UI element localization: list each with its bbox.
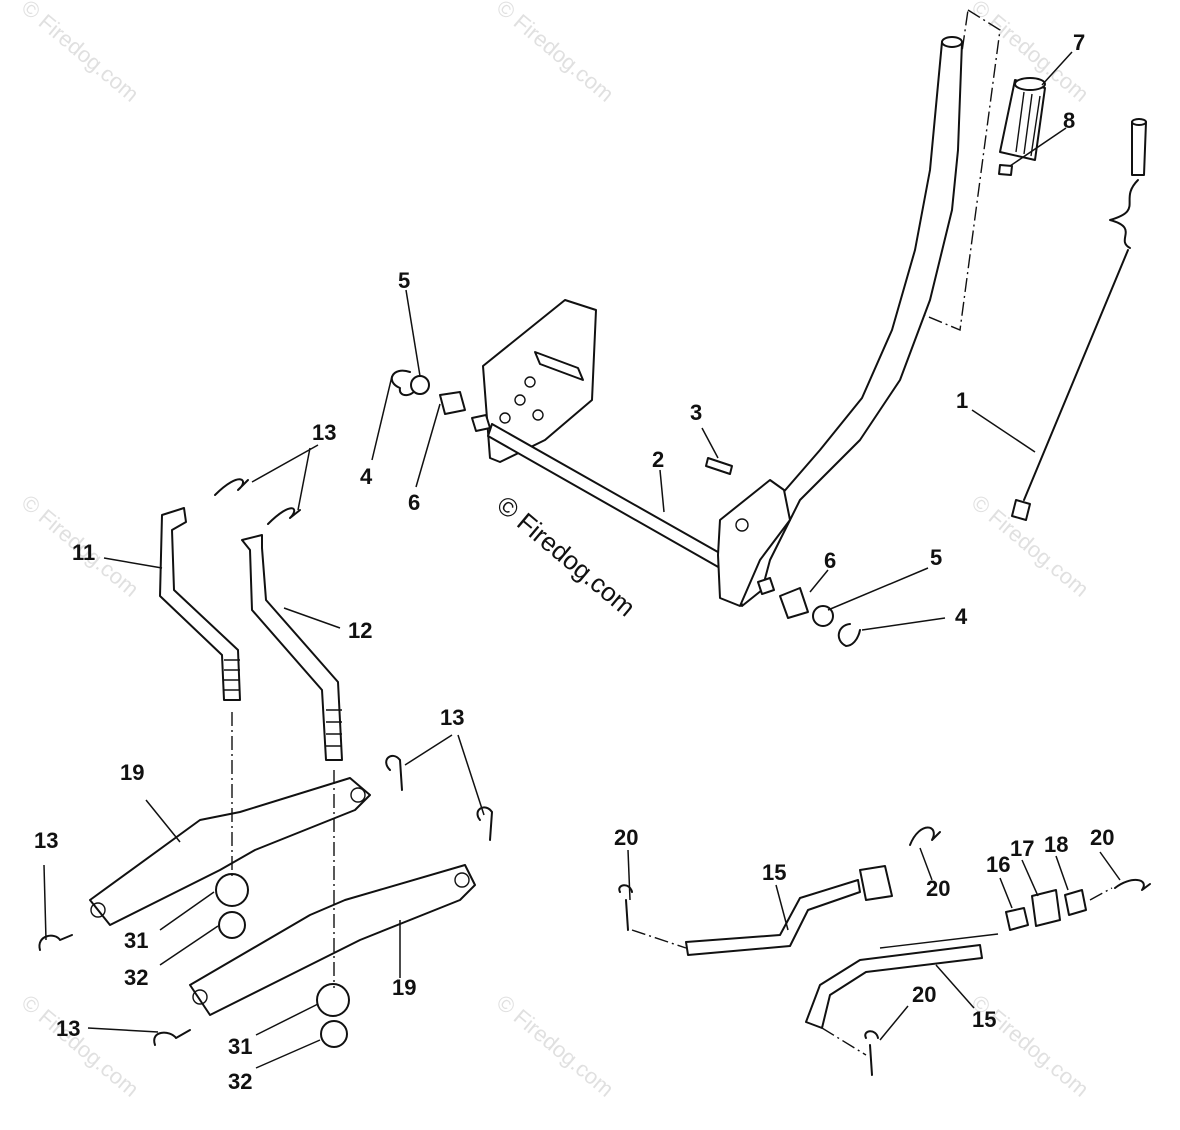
callout-7: 7 — [1073, 30, 1085, 55]
callout-4: 4 — [955, 604, 968, 629]
part-6-bushing — [439, 391, 466, 415]
callout-11: 11 — [72, 540, 95, 565]
callout-3: 3 — [690, 400, 702, 425]
callout-5: 5 — [398, 268, 410, 293]
part-16-nut — [1005, 907, 1029, 931]
callout-13: 13 — [312, 420, 336, 445]
alignment-line — [631, 929, 687, 949]
callout-2: 2 — [652, 447, 664, 472]
callout-13: 13 — [34, 828, 58, 853]
thread — [879, 933, 999, 949]
part-5-washer — [812, 605, 834, 627]
part-7-grip — [999, 77, 1046, 161]
watermark: © Firedog.com — [492, 0, 619, 107]
alignment-line — [821, 1027, 867, 1056]
callout-17: 17 — [1010, 836, 1034, 861]
callout-19: 19 — [392, 975, 416, 1000]
watermark: © Firedog.com — [17, 0, 144, 107]
callout-5: 5 — [930, 545, 942, 570]
part-13-hairpin — [476, 806, 493, 841]
part-11-link — [159, 507, 241, 701]
part-13-hairpin — [267, 507, 301, 525]
callout-32: 32 — [124, 965, 148, 990]
callout-13: 13 — [440, 705, 464, 730]
part-31-bushing — [316, 983, 350, 1017]
part-1-rod — [1011, 118, 1147, 521]
part-4-clip — [837, 623, 861, 647]
part-31-bushing — [215, 873, 249, 907]
callout-4: 4 — [360, 464, 373, 489]
part-5-washer — [410, 375, 430, 395]
part-15-rod-upper — [685, 879, 861, 956]
callout-15: 15 — [972, 1007, 996, 1032]
part-15-rod-lower — [805, 944, 983, 1029]
part-8-nut — [998, 164, 1013, 176]
callout-20: 20 — [1090, 825, 1114, 850]
part-20-cotter — [1114, 879, 1151, 891]
part-6-bushing — [779, 587, 809, 619]
part-20-cotter — [909, 826, 941, 846]
callout-16: 16 — [986, 852, 1010, 877]
part-12-link — [241, 534, 343, 761]
callouts: 1 2 3 4 4 5 5 6 6 7 8 11 12 13 13 13 13 … — [34, 30, 1114, 1094]
part-13-hairpin — [385, 754, 403, 791]
callout-31: 31 — [124, 928, 148, 953]
watermark: © Firedog.com — [17, 990, 144, 1102]
part-13-hairpin — [214, 478, 249, 496]
callout-18: 18 — [1044, 832, 1068, 857]
callout-20: 20 — [912, 982, 936, 1007]
part-4-clip — [390, 369, 419, 397]
part-3-pin — [705, 457, 733, 475]
trunnion-upper — [859, 865, 893, 901]
callout-6: 6 — [408, 490, 420, 515]
callout-1: 1 — [956, 388, 968, 413]
callout-19: 19 — [120, 760, 144, 785]
callout-15: 15 — [762, 860, 786, 885]
part-32-nut — [218, 911, 246, 939]
right-hardware — [779, 587, 861, 647]
leader-lines — [43, 51, 1121, 1069]
callout-8: 8 — [1063, 108, 1075, 133]
callout-13: 13 — [56, 1016, 80, 1041]
callout-12: 12 — [348, 618, 372, 643]
part-32-nut — [320, 1020, 348, 1048]
callout-20: 20 — [614, 825, 638, 850]
part-19-lever-lower — [189, 864, 476, 1016]
callout-32: 32 — [228, 1069, 252, 1094]
alignment-line — [1089, 887, 1113, 901]
left-hardware — [390, 369, 466, 415]
lift-handle — [717, 36, 963, 607]
callout-20: 20 — [926, 876, 950, 901]
part-18-nut — [1064, 889, 1087, 916]
part-13-hairpin — [38, 934, 73, 951]
part-20-cotter — [618, 884, 633, 931]
watermark: © Firedog.com — [492, 990, 619, 1102]
callout-31: 31 — [228, 1034, 252, 1059]
link-12-threads — [326, 709, 342, 747]
part-17-block — [1031, 889, 1061, 927]
link-11-threads — [224, 659, 240, 691]
part-13-hairpin — [153, 1029, 191, 1046]
part-19-lever-upper — [89, 777, 371, 926]
part-2-lift-shaft — [471, 299, 733, 573]
callout-6: 6 — [824, 548, 836, 573]
part-20-cotter — [864, 1030, 879, 1076]
